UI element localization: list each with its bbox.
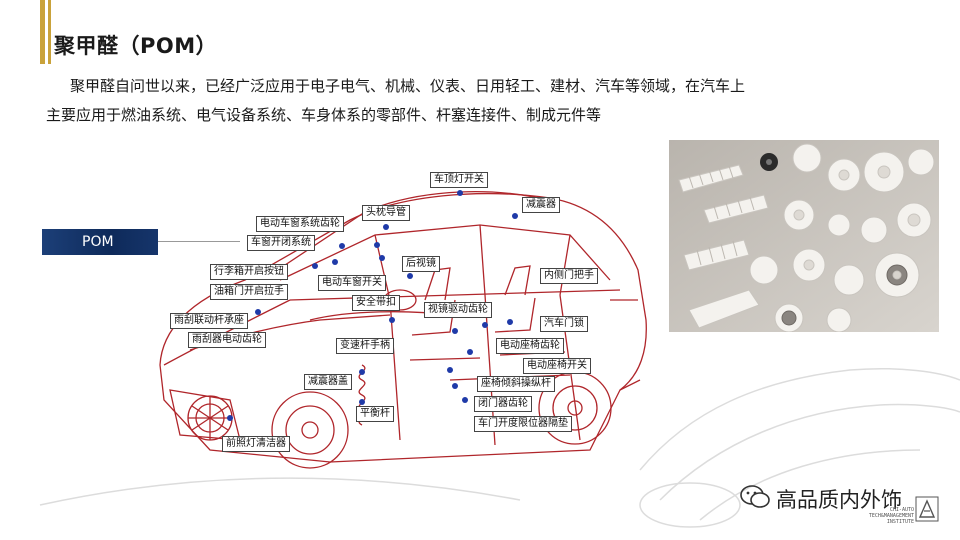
callout-seatbelt-buckle: 安全带扣 xyxy=(352,295,400,311)
callout-power-seat-gear: 电动座椅齿轮 xyxy=(496,338,564,354)
callout-window-system: 车窗开闭系统 xyxy=(247,235,315,251)
title-accent-bar xyxy=(40,0,45,64)
title-accent-bar-thin xyxy=(48,0,51,64)
callout-wiper-motor-gear: 雨刮器电动齿轮 xyxy=(188,332,266,348)
wechat-logo-icon xyxy=(740,485,770,508)
callout-headlight-washer: 前照灯清洁器 xyxy=(222,436,290,452)
callout-shock-absorber: 减震器 xyxy=(522,197,560,213)
callout-roof-light-switch: 车顶灯开关 xyxy=(430,172,488,188)
callout-rearview-mirror: 后视镜 xyxy=(402,256,440,272)
watermark-text: 高品质内外饰 xyxy=(776,488,902,512)
institute-caption: CHI-AUTO TECH&MANAGEMENT INSTITUTE xyxy=(868,507,914,525)
callout-stabilizer-bar: 平衡杆 xyxy=(356,406,394,422)
callout-shock-cap: 减震器盖 xyxy=(304,374,352,390)
callout-inner-door-handle: 内侧门把手 xyxy=(540,268,598,284)
intro-paragraph-line-1: 聚甲醛自问世以来，已经广泛应用于电子电气、机械、仪表、日用轻工、建材、汽车等领域… xyxy=(70,77,746,95)
callout-mirror-drive-gear: 视镜驱动齿轮 xyxy=(424,302,492,318)
callout-fuel-door-pull: 油箱门开启拉手 xyxy=(210,284,288,300)
pom-parts-photo xyxy=(669,140,939,332)
callout-wiper-linkage-mount: 雨刮联动杆承座 xyxy=(170,313,248,329)
callout-door-closer-gear: 闭门器齿轮 xyxy=(474,396,532,412)
callout-power-seat-switch: 电动座椅开关 xyxy=(523,358,591,374)
material-label-connector xyxy=(158,241,240,242)
callout-window-switch: 电动车窗开关 xyxy=(318,275,386,291)
institute-logo-icon xyxy=(915,496,939,522)
callout-shift-knob: 变速杆手柄 xyxy=(336,338,394,354)
material-label-pom: POM xyxy=(42,229,158,255)
callout-door-check-spacer: 车门开度限位器隔垫 xyxy=(474,416,572,432)
callout-seat-recline-lever: 座椅倾斜操纵杆 xyxy=(477,376,555,392)
intro-paragraph-line-2: 主要应用于燃油系统、电气设备系统、车身体系的零部件、杆塞连接件、制成元件等 xyxy=(46,106,602,124)
slide-title: 聚甲醛（POM） xyxy=(54,34,218,58)
callout-headrest-guide: 头枕导管 xyxy=(362,205,410,221)
callout-trunk-button: 行李箱开启按钮 xyxy=(210,264,288,280)
callout-power-window-gear: 电动车窗系统齿轮 xyxy=(256,216,344,232)
callout-door-lock: 汽车门锁 xyxy=(540,316,588,332)
